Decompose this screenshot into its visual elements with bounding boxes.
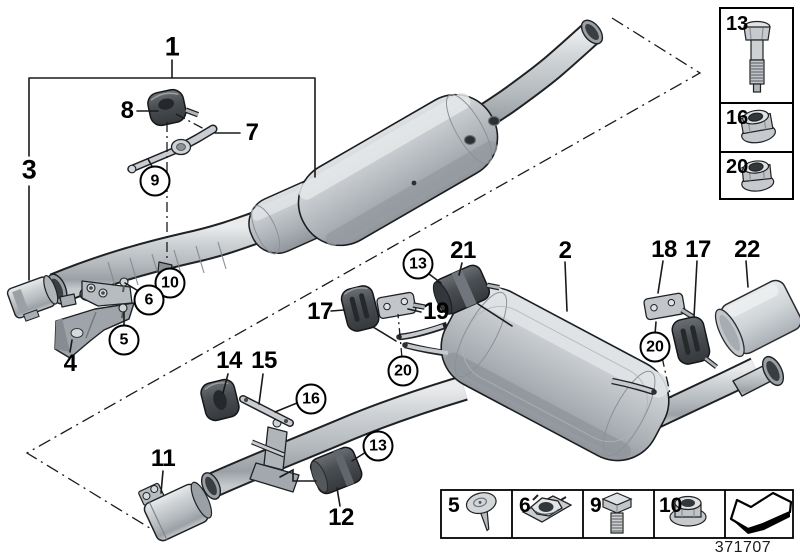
- sidebar-item-20[interactable]: 20: [726, 156, 749, 178]
- construction-axis-lines: [25, 17, 702, 531]
- front-silencer-art: [6, 19, 604, 359]
- cage-nut-icon: [521, 494, 573, 523]
- callout-17-left[interactable]: 17: [307, 298, 333, 325]
- callout-12[interactable]: 12: [328, 504, 354, 531]
- callout-11[interactable]: 11: [150, 445, 176, 472]
- callout-7[interactable]: 7: [245, 119, 259, 146]
- callout-13-circled-top[interactable]: 13: [402, 248, 434, 280]
- flange-nut-icon: [669, 495, 707, 527]
- sensor-port: [487, 115, 501, 127]
- callout-5-circled[interactable]: 5: [108, 324, 140, 356]
- direction-arrow-icon: [729, 491, 793, 534]
- callout-17-right[interactable]: 17: [685, 236, 711, 263]
- callout-6-circled[interactable]: 6: [133, 284, 165, 316]
- body-clip-screw-icon: [465, 492, 497, 532]
- hex-bolt-long-icon: [743, 20, 771, 93]
- sensor-port: [463, 134, 477, 146]
- callout-19[interactable]: 19: [423, 298, 449, 325]
- callout-22[interactable]: 22: [734, 236, 760, 263]
- hanger-bracket: [643, 292, 695, 321]
- flange-nut-icon: [741, 160, 775, 192]
- callout-14[interactable]: 14: [216, 347, 242, 374]
- rear-muffler-body: [440, 283, 670, 462]
- callout-2[interactable]: 2: [558, 237, 572, 264]
- holder-arm: [170, 124, 218, 156]
- rubber-mount: [432, 264, 500, 315]
- callout-8[interactable]: 8: [120, 97, 134, 124]
- hanger-bracket: [376, 291, 426, 319]
- legend-item-6[interactable]: 6: [519, 494, 531, 517]
- callout-4[interactable]: 4: [63, 350, 77, 377]
- leader-dash-lines: [166, 113, 672, 399]
- callout-15[interactable]: 15: [251, 347, 277, 374]
- callout-20-circled-right[interactable]: 20: [639, 331, 671, 363]
- chrome-tailpipe-tip: [714, 279, 800, 358]
- drawing-number: 371707: [714, 539, 772, 556]
- flange-nut-icon: [739, 109, 776, 144]
- support-bracket: [54, 302, 135, 359]
- sidebar-item-16[interactable]: 16: [726, 107, 749, 129]
- clamp-sleeve: [138, 481, 213, 542]
- callout-9-circled[interactable]: 9: [139, 165, 171, 197]
- rubber-hanger: [200, 378, 240, 422]
- legend-item-5[interactable]: 5: [448, 494, 460, 517]
- callout-21[interactable]: 21: [450, 237, 476, 264]
- callout-16-circled[interactable]: 16: [295, 383, 327, 415]
- rubber-hanger: [340, 285, 380, 332]
- callout-1[interactable]: 1: [164, 31, 180, 62]
- callout-10-circled[interactable]: 10: [154, 267, 186, 299]
- callout-3[interactable]: 3: [21, 154, 37, 185]
- front-clamp-sleeve: [6, 275, 59, 322]
- rubber-bushing: [309, 446, 363, 495]
- hanger-rod: [396, 324, 657, 396]
- rubber-grommet: [147, 88, 200, 127]
- hex-bolt-icon: [601, 492, 633, 534]
- rubber-hanger: [671, 316, 719, 369]
- pipe-bracket: [59, 280, 133, 308]
- callout-18[interactable]: 18: [651, 236, 677, 263]
- legend-item-9[interactable]: 9: [590, 494, 602, 517]
- callout-13-circled-bottom[interactable]: 13: [362, 430, 394, 462]
- callout-20-circled-left[interactable]: 20: [387, 355, 419, 387]
- pipe-hanger-bracket: [249, 418, 300, 493]
- legend-item-10[interactable]: 10: [659, 494, 683, 517]
- hanger-strap: [239, 395, 294, 458]
- sidebar-item-13[interactable]: 13: [726, 13, 749, 35]
- rear-silencer-art: [138, 264, 800, 542]
